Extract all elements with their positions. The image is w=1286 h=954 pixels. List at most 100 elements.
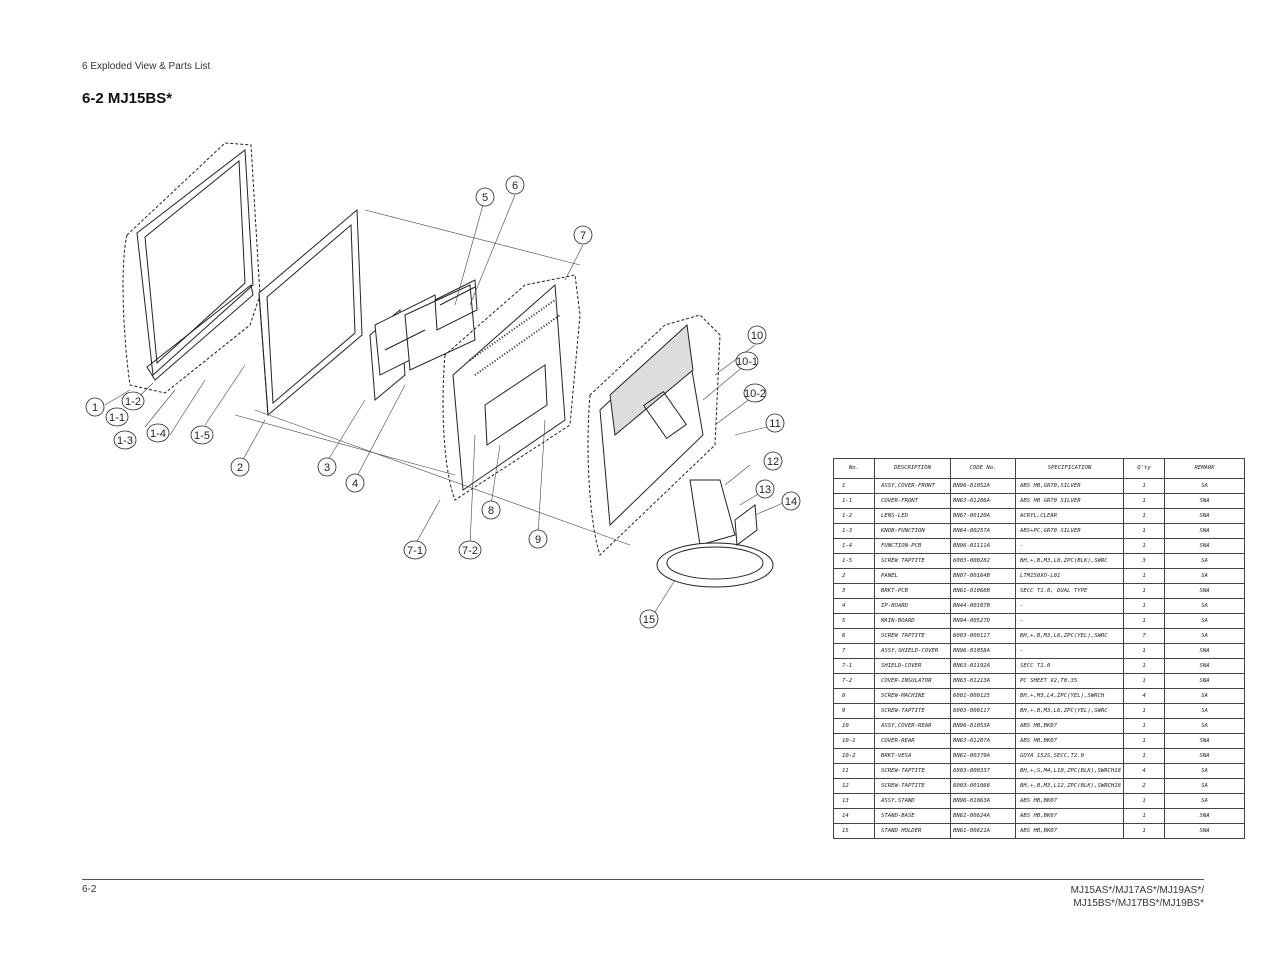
cell-description: COVER-REAR: [874, 733, 951, 749]
cell-code: BN96-01111A: [950, 538, 1016, 554]
cell-qty: 1: [1123, 808, 1166, 824]
callout-label: 12: [767, 456, 779, 468]
callout-label: 13: [759, 484, 771, 496]
callout-bubble: [458, 540, 482, 560]
cell-no: 5: [833, 613, 875, 629]
cell-description: ASSY,SHIELD-COVER: [874, 643, 951, 659]
cell-specification: -: [1014, 613, 1125, 629]
cell-no: 1-3: [833, 523, 875, 539]
cell-code: BN94-00527D: [950, 613, 1016, 629]
cell-remark: SNA: [1164, 523, 1246, 539]
cell-remark: SNA: [1164, 733, 1246, 749]
cell-code: BN96-01052A: [950, 478, 1016, 494]
cell-no: 6: [833, 628, 875, 644]
cell-no: 1-1: [833, 493, 875, 509]
cell-remark: SNA: [1164, 748, 1246, 764]
cell-qty: 4: [1123, 763, 1166, 779]
cell-description: ASSY,STAND: [874, 793, 951, 809]
col-header-specification: SPECIFICATION: [1014, 458, 1125, 479]
cell-description: BRKT-PCB: [874, 583, 951, 599]
cell-remark: SNA: [1164, 808, 1246, 824]
cell-remark: SNA: [1164, 583, 1246, 599]
callout-bubble: [105, 407, 129, 427]
callout-bubble: [146, 423, 170, 443]
cell-specification: SECC T1.0: [1014, 658, 1125, 674]
cell-remark: SNA: [1164, 823, 1246, 839]
callout-label: 10-2: [744, 388, 766, 400]
cell-qty: 7: [1123, 628, 1166, 644]
cell-code: BN96-01053A: [950, 718, 1016, 734]
cell-code: BN44-00107B: [950, 598, 1016, 614]
model-list: MJ15AS*/MJ17AS*/MJ19AS*/ MJ15BS*/MJ17BS*…: [1071, 884, 1204, 910]
cell-qty: 1: [1123, 523, 1166, 539]
cell-qty: 1: [1123, 613, 1166, 629]
cell-no: 15: [833, 823, 875, 839]
cell-specification: ABS HB GR70 SILVER: [1014, 493, 1125, 509]
cell-qty: 1: [1123, 583, 1166, 599]
col-header-no: No.: [833, 458, 875, 479]
callout-bubble: [765, 413, 785, 433]
callout-bubble: [190, 425, 214, 445]
cell-description: SCREW-TAPTITE: [874, 703, 951, 719]
cell-description: SCREW TAPTITE: [874, 553, 951, 569]
cell-qty: 4: [1123, 688, 1166, 704]
cell-description: STAND HOLDER: [874, 823, 951, 839]
cell-specification: ABS+PC,GR70 SILVER: [1014, 523, 1125, 539]
cell-description: PANEL: [874, 568, 951, 584]
cell-no: 14: [833, 808, 875, 824]
cell-code: BN63-01192A: [950, 658, 1016, 674]
cell-qty: 1: [1123, 478, 1166, 494]
stand-drawing: [656, 479, 774, 588]
cell-description: IP-BOARD: [874, 598, 951, 614]
cell-remark: SA: [1164, 688, 1246, 704]
cell-code: 6003-000117: [950, 703, 1016, 719]
cell-code: BN64-00257A: [950, 523, 1016, 539]
cell-description: ASSY,COVER-FRONT: [874, 478, 951, 494]
cell-code: BN63-01207A: [950, 733, 1016, 749]
table-header-row: No. DESCRIPTION CODE No. SPECIFICATION Q…: [833, 458, 1246, 479]
callout-label: 4: [352, 478, 358, 490]
cell-no: 13: [833, 793, 875, 809]
cell-no: 7: [833, 643, 875, 659]
cell-no: 7-2: [833, 673, 875, 689]
cell-no: 8: [833, 688, 875, 704]
callout-bubble: [743, 383, 767, 403]
cell-code: BN07-00164B: [950, 568, 1016, 584]
cell-remark: SNA: [1164, 658, 1246, 674]
cell-no: 1-5: [833, 553, 875, 569]
cell-specification: ABS HB,GR70,SILVER: [1014, 478, 1125, 494]
callout-bubble: [317, 457, 337, 477]
cell-no: 1-2: [833, 508, 875, 524]
cell-qty: 1: [1123, 508, 1166, 524]
cell-specification: BH,+,S,M4,L10,ZPC(BLK),SWRCH18: [1014, 763, 1125, 779]
cell-description: SCREW-TAPTITE: [874, 763, 951, 779]
callout-label: 1-1: [109, 412, 125, 424]
cell-code: BN61-00379A: [950, 748, 1016, 764]
cell-qty: 3: [1123, 553, 1166, 569]
cell-code: 6003-000337: [950, 763, 1016, 779]
cell-specification: BH,+,B,M3,L6,ZPC(YEL),SWRC: [1014, 628, 1125, 644]
cell-no: 10-2: [833, 748, 875, 764]
cell-description: SCREW-TAPTITE: [874, 778, 951, 794]
col-header-description: DESCRIPTION: [874, 458, 951, 479]
cell-specification: -: [1014, 538, 1125, 554]
callout-bubble: [113, 430, 137, 450]
callout-label: 7-1: [407, 545, 423, 557]
callout-label: 9: [535, 534, 541, 546]
cell-no: 2: [833, 568, 875, 584]
callout-label: 1-2: [125, 396, 141, 408]
callout-bubble: [639, 609, 659, 629]
cell-qty: 1: [1123, 568, 1166, 584]
col-header-remark: REMARK: [1164, 458, 1246, 479]
